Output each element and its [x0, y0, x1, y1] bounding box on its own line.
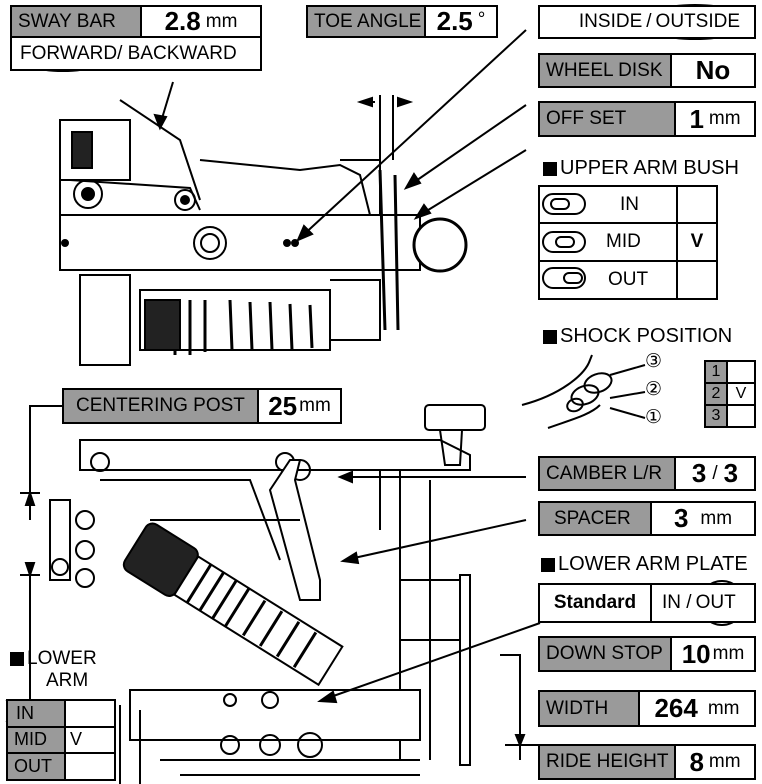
spacer-box: SPACER 3 mm	[538, 501, 756, 536]
outside-option: OUTSIDE	[655, 11, 740, 32]
lower-arm-title-line2: ARM	[46, 670, 89, 691]
shock-position-sketch	[521, 354, 613, 429]
off-set-value: 1	[689, 103, 704, 134]
forward-option: FORWARD	[20, 42, 118, 64]
lower-arm-row-label: MID	[6, 725, 66, 755]
shock-marker-1: ①	[645, 407, 663, 428]
toe-angle-unit: °	[477, 9, 486, 30]
shock-position-title-row: SHOCK POSITION	[543, 325, 732, 348]
down-stop-value: 10	[681, 638, 711, 669]
down-stop-unit: mm	[712, 643, 745, 664]
leader-lines	[153, 29, 646, 704]
width-unit: mm	[707, 697, 740, 719]
upper-assembly	[59, 99, 468, 366]
bush-row-label: OUT	[538, 260, 678, 300]
shock-marker-3: ③	[645, 351, 663, 372]
sway-bar-label: SWAY BAR	[12, 7, 142, 36]
upper-arm-bush-title: UPPER ARM BUSH	[560, 157, 739, 179]
bullet-square-icon	[10, 652, 24, 666]
shock-row-mark	[726, 360, 756, 384]
camber-right-value: 3	[723, 458, 739, 488]
inside-option: INSIDE	[578, 11, 643, 32]
lower-arm-row-mark: V	[64, 725, 116, 755]
wheel-disk-label: WHEEL DISK	[540, 55, 672, 86]
inside-outside-box: INSIDE / OUTSIDE	[538, 5, 756, 39]
bullet-square-icon	[543, 161, 557, 176]
bush-row-label: IN	[538, 185, 678, 224]
sway-bar-direction-box: FORWARD / BACKWARD	[10, 36, 262, 71]
lower-arm-title-line1: LOWER	[27, 648, 97, 669]
lower-arm-table: IN MID V OUT	[6, 699, 116, 781]
down-stop-label: DOWN STOP	[540, 638, 672, 670]
bush-row-mark	[676, 260, 718, 300]
width-value: 264	[654, 693, 698, 723]
camber-label: CAMBER L/R	[540, 458, 676, 489]
shock-row-mark	[726, 404, 756, 428]
off-set-box: OFF SET 1 mm	[538, 101, 756, 137]
wheel-disk-value: No	[695, 55, 731, 85]
inside-outside-separator: /	[646, 11, 652, 32]
shock-marker-2: ②	[645, 379, 663, 400]
toe-angle-value: 2.5	[436, 6, 473, 36]
lower-arm-plate-title-row: LOWER ARM PLATE	[541, 553, 748, 576]
spacer-label: SPACER	[540, 503, 652, 534]
off-set-unit: mm	[708, 108, 741, 129]
lower-arm-row-label: IN	[6, 699, 66, 728]
lower-assembly	[49, 404, 486, 784]
down-stop-box: DOWN STOP 10 mm	[538, 636, 756, 672]
spacer-value: 3	[673, 503, 689, 533]
ride-height-unit: mm	[708, 751, 741, 772]
backward-option: / BACKWARD	[117, 42, 237, 64]
sway-bar-value: 2.8	[164, 6, 201, 36]
measurement-marks	[20, 95, 540, 760]
lower-arm-plate-standard: Standard	[540, 585, 652, 621]
upper-arm-bush-title-row: UPPER ARM BUSH	[543, 157, 739, 180]
lower-arm-row-mark	[64, 752, 116, 781]
centering-post-unit: mm	[299, 395, 331, 416]
bush-row-label: MID	[538, 222, 678, 262]
upper-arm-bush-table: IN MID V OUT	[538, 185, 718, 300]
shock-row-mark: V	[726, 382, 756, 406]
off-set-label: OFF SET	[540, 103, 676, 135]
ride-height-label: RIDE HEIGHT	[540, 746, 676, 778]
wheel-disk-box: WHEEL DISK No	[538, 53, 756, 88]
shock-position-title: SHOCK POSITION	[560, 325, 733, 347]
toe-angle-label: TOE ANGLE	[308, 7, 426, 36]
lower-arm-plate-in: IN /	[662, 592, 692, 613]
ride-height-value: 8	[689, 746, 704, 777]
sway-bar-box: SWAY BAR 2.8 mm	[10, 5, 262, 38]
shock-row-label: 2	[704, 382, 728, 406]
bullet-square-icon	[541, 557, 555, 572]
lower-arm-row-mark	[64, 699, 116, 728]
ride-height-box: RIDE HEIGHT 8 mm	[538, 744, 756, 780]
bush-row-mark	[676, 185, 718, 224]
camber-left-value: 3	[691, 458, 707, 488]
shock-row-label: 3	[704, 404, 728, 428]
centering-post-label: CENTERING POST	[64, 390, 259, 422]
sway-bar-unit: mm	[205, 10, 238, 32]
shock-row-label: 1	[704, 360, 728, 384]
spacer-unit: mm	[700, 507, 733, 529]
width-box: WIDTH 264 mm	[538, 690, 756, 727]
width-label: WIDTH	[540, 692, 640, 725]
lower-arm-row-label: OUT	[6, 752, 66, 781]
camber-box: CAMBER L/R 3 / 3	[538, 456, 756, 491]
bush-row-mark: V	[676, 222, 718, 262]
bullet-square-icon	[543, 329, 557, 344]
centering-post-box: CENTERING POST 25 mm	[62, 388, 342, 424]
toe-angle-box: TOE ANGLE 2.5 °	[306, 5, 498, 38]
lower-arm-title-row: LOWER	[10, 648, 97, 670]
centering-post-value: 25	[268, 390, 298, 421]
lower-arm-plate-out: OUT	[695, 592, 736, 613]
shock-position-table: 1 2 V 3	[704, 360, 756, 428]
lower-arm-plate-title: LOWER ARM PLATE	[558, 553, 748, 575]
camber-separator: /	[712, 462, 718, 484]
lower-arm-plate-box: Standard IN / OUT	[538, 583, 756, 623]
